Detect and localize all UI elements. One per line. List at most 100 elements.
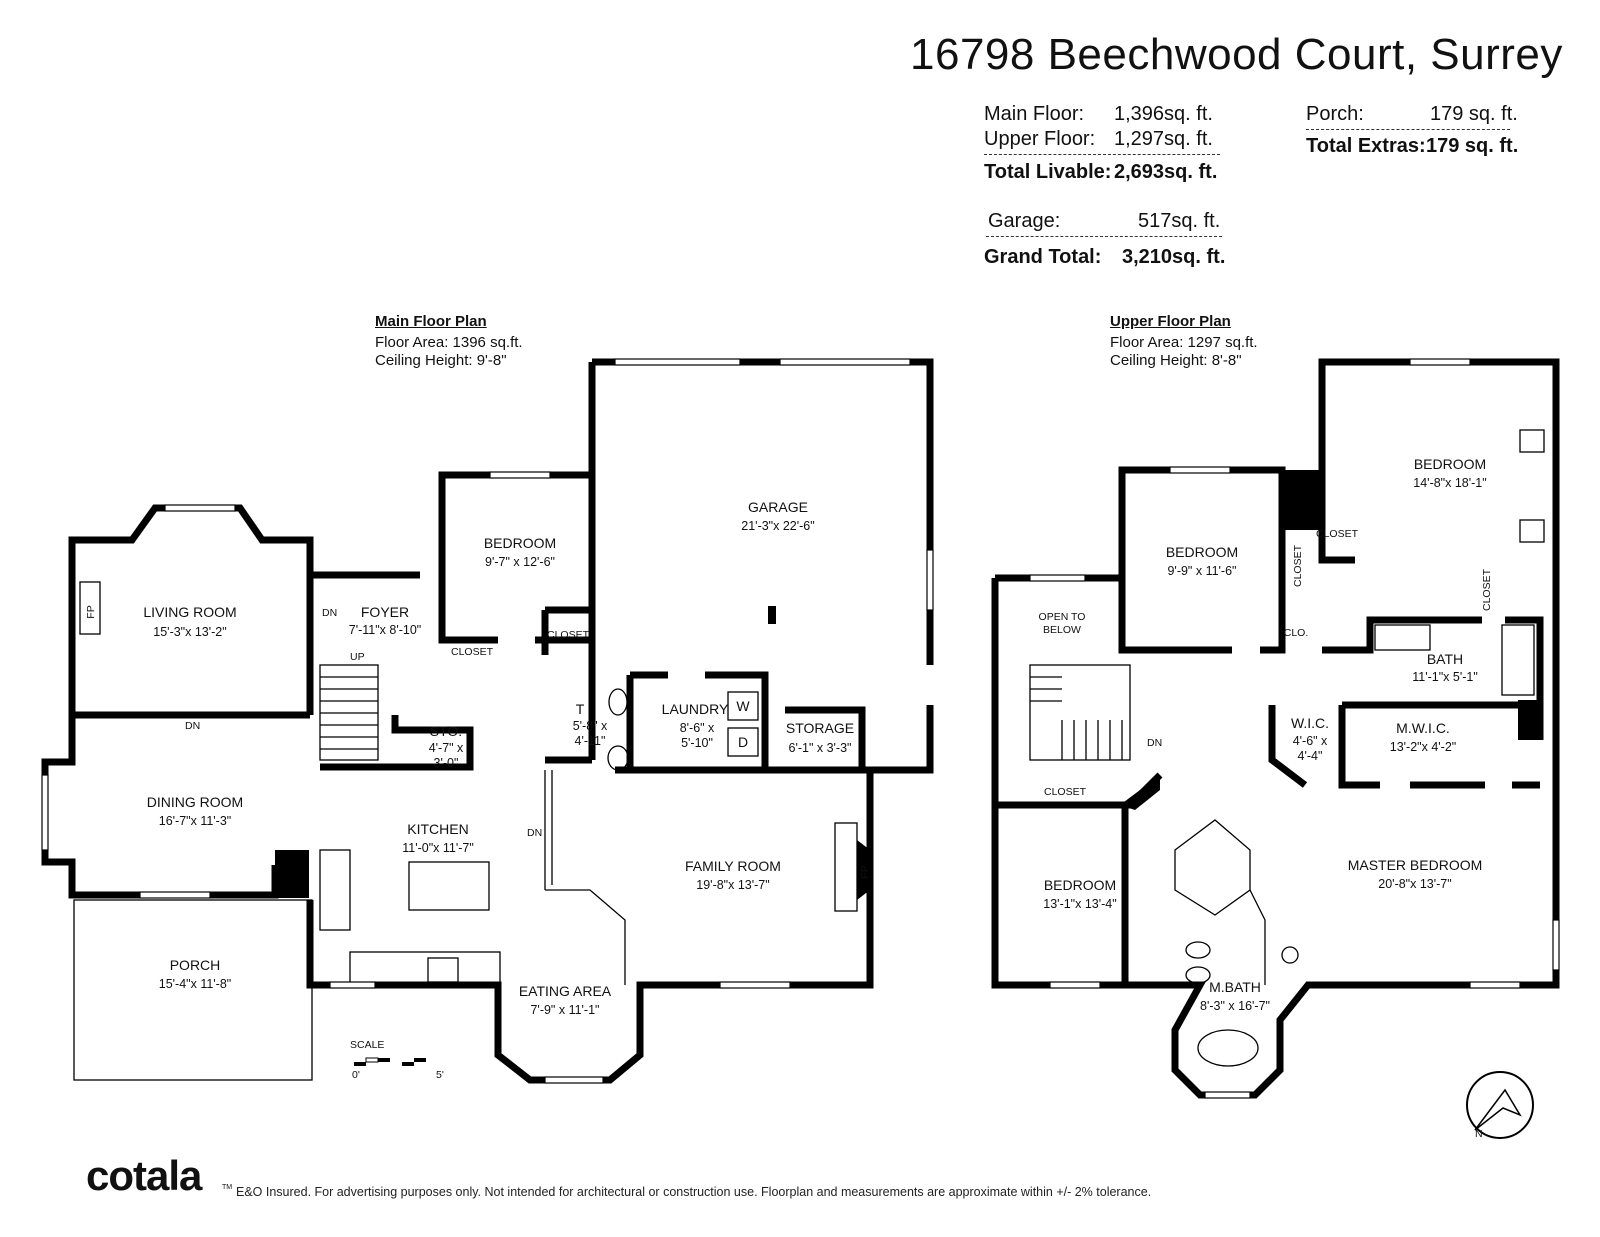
master-bath-name: M.BATH: [1209, 979, 1261, 995]
down-label: DN: [185, 720, 200, 732]
mwic-name: M.W.I.C.: [1396, 720, 1450, 736]
scale-label: SCALE: [350, 1039, 384, 1051]
toilet-room-name: T: [576, 701, 585, 717]
family-room-name: FAMILY ROOM: [685, 858, 781, 874]
porch-name: PORCH: [170, 957, 221, 973]
bedroom-name: BEDROOM: [484, 535, 556, 551]
storage-dim: 6'-1" x 3'-3": [789, 741, 852, 755]
bedroom-dim: 9'-7" x 12'-6": [485, 555, 555, 569]
main-stairs: [319, 664, 379, 761]
total-livable-label: Total Livable:: [984, 161, 1112, 183]
fireplace-family: [834, 822, 858, 912]
bedroom-sw-dim: 13'-1"x 13'-4": [1043, 897, 1116, 911]
wic-name: W.I.C.: [1291, 715, 1329, 731]
divider: [1306, 129, 1510, 130]
open-to-below-line2: BELOW: [1043, 624, 1081, 636]
upper-plan-floor-area: Floor Area: 1297 sq.ft.: [1110, 334, 1258, 351]
fireplace-label: FP: [859, 865, 871, 878]
wic-dim1: 4'-6" x: [1293, 734, 1328, 748]
disclaimer-text: E&O Insured. For advertising purposes on…: [236, 1185, 1152, 1199]
down-label: DN: [322, 607, 337, 619]
double-vanity: [1374, 624, 1431, 651]
upper-floor-labels: BEDROOM 14'-8"x 18'-1" BEDROOM 9'-9" x 1…: [1039, 456, 1493, 1140]
toilet-room-dim1: 5'-8" x: [573, 719, 608, 733]
wic-dim2: 4'-4": [1298, 749, 1323, 763]
down-label: DN: [1147, 737, 1162, 749]
garage-name: GARAGE: [748, 499, 808, 515]
sto-dim1: 4'-7" x: [429, 741, 464, 755]
trademark-mark: TM: [222, 1184, 233, 1191]
upper-floor-label: Upper Floor:: [984, 128, 1096, 150]
closet-label: CLOSET: [1044, 786, 1087, 798]
upper-plan-heading: Upper Floor Plan: [1110, 313, 1231, 330]
washer: [727, 691, 759, 721]
upper-stairs: [1029, 664, 1131, 761]
dining-room-dim: 16'-7"x 11'-3": [159, 814, 231, 828]
kitchen-counter: [319, 849, 351, 931]
upper-floor-value: 1,297sq. ft.: [1114, 128, 1213, 150]
living-room-dim: 15'-3"x 13'-2": [153, 625, 226, 639]
master-bedroom-dim: 20'-8"x 13'-7": [1378, 877, 1451, 891]
closet-label: CLOSET: [1316, 528, 1359, 540]
grand-total-value: 3,210sq. ft.: [1122, 246, 1226, 268]
closet-label: CLOSET: [1481, 568, 1493, 611]
scale-zero: 0': [352, 1069, 360, 1081]
closet-label: CLOSET: [1292, 544, 1304, 587]
bathtub: [1501, 624, 1535, 696]
property-address-title: 16798 Beechwood Court, Surrey: [910, 30, 1563, 79]
foyer-dim: 7'-11"x 8'-10": [349, 623, 421, 637]
foyer-name: FOYER: [361, 604, 409, 620]
kitchen-name: KITCHEN: [407, 821, 468, 837]
main-plan-heading: Main Floor Plan: [375, 313, 487, 330]
main-floor-label: Main Floor:: [984, 103, 1085, 125]
main-plan-ceiling: Ceiling Height: 9'-8": [375, 352, 507, 369]
family-room-dim: 19'-8"x 13'-7": [696, 878, 769, 892]
eating-area-dim: 7'-9" x 11'-1": [530, 1003, 599, 1017]
garage-dim: 21'-3"x 22'-6": [741, 519, 814, 533]
grand-total-label: Grand Total:: [984, 246, 1102, 268]
fireplace-living: [79, 581, 101, 635]
porch-value: 179 sq. ft.: [1430, 103, 1518, 125]
kitchen-dim: 11'-0"x 11'-7": [402, 841, 474, 855]
laundry-name: LAUNDRY: [662, 701, 729, 717]
porch-label: Porch:: [1306, 103, 1364, 125]
porch-outline: [73, 899, 313, 1081]
mwic-dim: 13'-2"x 4'-2": [1390, 740, 1456, 754]
bedroom-ne-name: BEDROOM: [1414, 456, 1486, 472]
total-extras-label: Total Extras:: [1306, 135, 1426, 157]
upper-plan-ceiling: Ceiling Height: 8'-8": [1110, 352, 1242, 369]
storage-name: STORAGE: [786, 720, 854, 736]
chimney-block: [275, 850, 309, 898]
bedroom-n-name: BEDROOM: [1166, 544, 1238, 560]
sto-name: STO.: [430, 723, 462, 739]
main-plan-floor-area: Floor Area: 1396 sq.ft.: [375, 334, 523, 351]
down-label: DN: [527, 827, 542, 839]
stove: [427, 957, 459, 983]
upper-floor-plan: [991, 358, 1560, 1139]
bedroom-sw-name: BEDROOM: [1044, 877, 1116, 893]
scale-five: 5': [436, 1069, 444, 1081]
garage-value: 517sq. ft.: [1138, 210, 1221, 232]
living-room-name: LIVING ROOM: [143, 604, 236, 620]
sto-dim2: 3'-0": [434, 756, 459, 770]
closet-label: CLOSET: [451, 646, 494, 658]
fireplace-label: FP: [85, 605, 97, 618]
total-extras-value: 179 sq. ft.: [1426, 135, 1519, 157]
dining-room-name: DINING ROOM: [147, 794, 243, 810]
divider: [984, 154, 1220, 155]
scale-bar: [354, 1057, 426, 1066]
main-floor-labels: LIVING ROOM 15'-3"x 13'-2" FOYER 7'-11"x…: [85, 499, 871, 1081]
master-bath-dim: 8'-3" x 16'-7": [1200, 999, 1270, 1013]
kitchen-island: [408, 861, 490, 911]
main-floor-value: 1,396sq. ft.: [1114, 103, 1213, 125]
open-to-below-line1: OPEN TO: [1039, 611, 1086, 623]
washer-label: W: [736, 698, 750, 714]
brand-logo: cotala: [86, 1152, 202, 1199]
eating-area-name: EATING AREA: [519, 983, 612, 999]
main-floor-plan: [41, 358, 934, 1084]
bath-dim: 11'-1"x 5'-1": [1412, 670, 1478, 684]
soaker-tub: [1197, 1029, 1259, 1067]
north-label: N: [1475, 1128, 1483, 1140]
dryer: [727, 727, 759, 757]
